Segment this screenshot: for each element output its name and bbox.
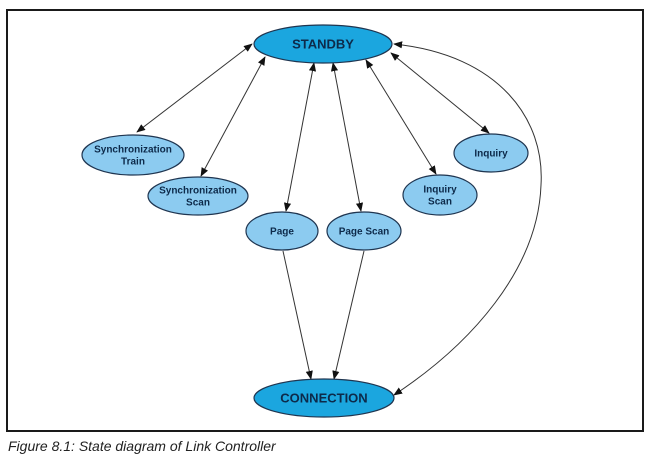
state-node-inquiry: Inquiry (453, 133, 529, 173)
edge-standby-to-sync-train (136, 43, 253, 133)
edge-page-scan-to-connection (332, 250, 365, 380)
edge-standby-to-inquiry-scan (365, 59, 437, 175)
state-ellipse (453, 133, 529, 173)
state-ellipse (253, 378, 395, 418)
state-ellipse (245, 211, 319, 251)
state-label: STANDBY (292, 37, 354, 52)
state-node-connection: CONNECTION (253, 378, 395, 418)
edge-standby-to-sync-scan (200, 56, 266, 177)
edge-standby-to-page (283, 62, 317, 212)
diagram-frame (6, 9, 644, 432)
state-label: Synchronization (94, 145, 172, 156)
state-label: Synchronization (159, 186, 237, 197)
state-node-page-scan: Page Scan (326, 211, 402, 251)
state-label: CONNECTION (280, 391, 367, 406)
state-node-page: Page (245, 211, 319, 251)
state-label: Page (270, 227, 294, 238)
edge-page-to-connection (282, 250, 313, 380)
state-label: Scan (186, 198, 210, 209)
edge-standby-to-connection (393, 41, 542, 396)
state-ellipse (81, 134, 185, 176)
state-label: Scan (428, 197, 452, 208)
edge-standby-to-page-scan (330, 62, 364, 212)
state-ellipse (147, 176, 249, 216)
state-ellipse (326, 211, 402, 251)
state-label: Inquiry (474, 149, 508, 160)
figure-caption: Figure 8.1: State diagram of Link Contro… (8, 438, 276, 454)
state-label: Inquiry (423, 185, 457, 196)
state-ellipse (402, 174, 478, 216)
state-ellipse (253, 24, 393, 64)
edge-standby-to-inquiry (390, 52, 490, 134)
state-label: Page Scan (339, 227, 390, 238)
state-node-standby: STANDBY (253, 24, 393, 64)
state-label: Train (121, 157, 145, 168)
